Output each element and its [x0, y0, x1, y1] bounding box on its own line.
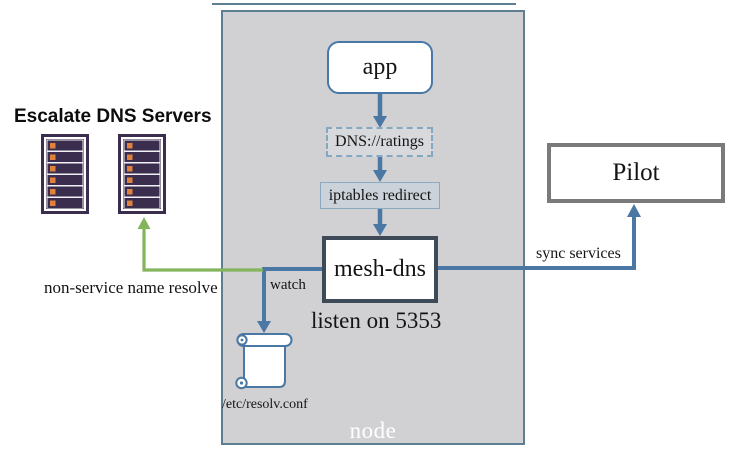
- dns-server-rack-icon: [117, 133, 167, 215]
- iptables-redirect-box[interactable]: iptables redirect: [320, 182, 440, 209]
- dns-ratings-box[interactable]: DNS://ratings: [326, 127, 433, 157]
- mesh-dns-label: mesh-dns: [334, 256, 426, 282]
- sync-services-label: sync services: [536, 245, 621, 262]
- pilot-box[interactable]: Pilot: [547, 143, 725, 203]
- dns-ratings-label: DNS://ratings: [335, 133, 424, 150]
- app-box-label: app: [362, 54, 398, 80]
- escalate-dns-servers-title: Escalate DNS Servers: [14, 106, 212, 127]
- etc-resolv-conf-label: /etc/resolv.conf: [222, 397, 308, 412]
- pilot-label: Pilot: [612, 159, 660, 186]
- mesh-dns-box[interactable]: mesh-dns: [322, 236, 438, 303]
- iptables-redirect-label: iptables redirect: [328, 186, 432, 204]
- dns-server-rack-icon: [40, 133, 90, 215]
- node-label: node: [349, 418, 397, 443]
- app-box[interactable]: app: [327, 41, 433, 94]
- listen-on-5353-label: listen on 5353: [311, 308, 442, 333]
- watch-label: watch: [270, 277, 306, 293]
- non-service-name-resolve-label: non-service name resolve: [44, 278, 218, 297]
